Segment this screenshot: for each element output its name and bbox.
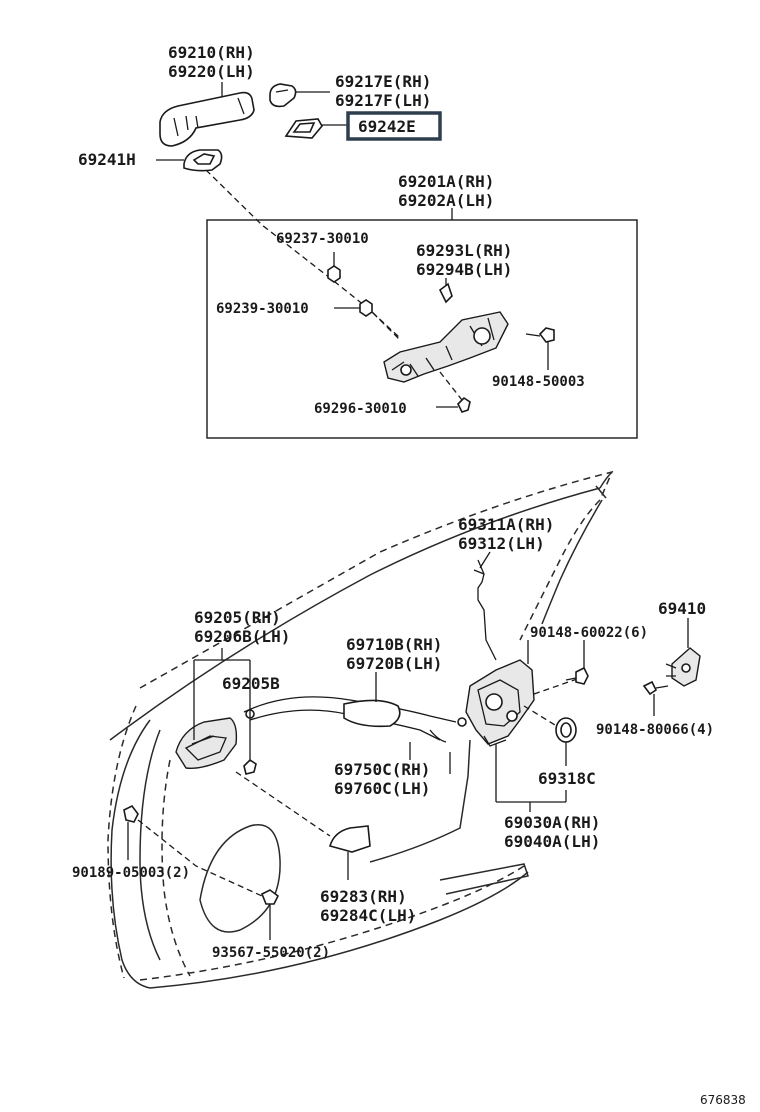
label-inside-handle-rh: 69205(RH): [194, 608, 281, 627]
frame-part: [383, 311, 509, 383]
door-front-dash: [107, 705, 137, 979]
speaker-opening: [199, 824, 281, 933]
door-lock-assembly-part: [465, 659, 535, 747]
label-nut-69239: 69239-30010: [216, 301, 309, 317]
label-link-rod-rh: 69311A(RH): [458, 515, 554, 534]
label-handle-rh: 69210(RH): [168, 43, 255, 62]
grommet-part: [555, 717, 577, 743]
door-front-edge: [110, 719, 151, 989]
handle-cap-part: [269, 83, 297, 108]
label-bezel-inside: 69205B: [222, 674, 280, 693]
label-frame-rh: 69201A(RH): [398, 172, 494, 191]
label-cover-lh: 69294B(LH): [416, 260, 512, 279]
bolt-90148-50003-part: [525, 327, 555, 343]
link-rod-part: [473, 559, 497, 661]
label-bezel: 69241H: [78, 150, 136, 169]
assembly-line-grommet: [523, 705, 561, 729]
label-lock-assy-rh: 69030A(RH): [504, 813, 600, 832]
screw-93567-part: [260, 889, 280, 905]
label-cable-lh: 69720B(LH): [346, 654, 442, 673]
label-screw-90148-80066: 90148-80066(4): [596, 722, 714, 738]
door-bottom: [149, 871, 529, 989]
label-bolt-90148-60022: 90148-60022(6): [530, 625, 648, 641]
label-grommet: 69318C: [538, 769, 596, 788]
label-cap-lh: 69217F(LH): [335, 91, 431, 110]
label-bolt-90148-50003: 90148-50003: [492, 374, 585, 390]
label-cover-69283-rh: 69283(RH): [320, 887, 407, 906]
assembly-line-cover: [235, 771, 331, 837]
highlight-box: [346, 111, 442, 141]
label-cable-rh: 69710B(RH): [346, 635, 442, 654]
label-clip-90189: 90189-05003(2): [72, 865, 190, 881]
striker-part: [665, 647, 701, 687]
label-handle-lh: 69220(LH): [168, 62, 255, 81]
door-front-inner: [139, 729, 161, 961]
label-control-cable-rh: 69750C(RH): [334, 760, 430, 779]
screw-90148-80066-part: [642, 680, 669, 696]
leader-link-rod: [479, 551, 491, 569]
bolt-90148-60022-part: [565, 666, 589, 685]
label-lock-assy-lh: 69040A(LH): [504, 832, 600, 851]
label-highlighted-part: 69242E: [358, 117, 416, 136]
label-link-rod-lh: 69312(LH): [458, 534, 545, 553]
label-cap-rh: 69217E(RH): [335, 72, 431, 91]
label-striker: 69410: [658, 599, 706, 618]
screw-69296-part: [457, 396, 471, 413]
outside-handle-part: [159, 91, 255, 147]
door-glass-rear: [541, 499, 603, 625]
cable-part: [243, 696, 467, 743]
assembly-line-lock: [533, 677, 581, 695]
label-control-cable-lh: 69760C(LH): [334, 779, 430, 798]
label-frame-lh: 69202A(LH): [398, 191, 494, 210]
assembly-line-clip: [137, 819, 263, 897]
screw-69237-part: [327, 265, 341, 283]
frame-box: [206, 219, 638, 439]
cover-69283-part: [329, 825, 371, 853]
gasket-part: [284, 118, 323, 139]
handle-screw-part: [243, 758, 257, 775]
label-screw-93567: 93567-55020(2): [212, 945, 330, 961]
clip-90189-part: [123, 804, 139, 823]
assembly-line-3: [439, 371, 463, 401]
door-panel-mid: [369, 739, 471, 863]
diagram-reference-number: 676838: [700, 1093, 746, 1107]
label-screw-69237: 69237-30010: [276, 231, 369, 247]
assembly-line-2: [371, 311, 401, 339]
label-cover-rh: 69293L(RH): [416, 241, 512, 260]
cover-69293-part: [438, 282, 453, 304]
label-cover-69284-lh: 69284C(LH): [320, 906, 416, 925]
door-sill: [439, 863, 529, 895]
label-screw-69296: 69296-30010: [314, 401, 407, 417]
inside-handle-part: [175, 717, 238, 770]
label-inside-handle-lh: 69206B(LH): [194, 627, 290, 646]
nut-69239-part: [359, 299, 373, 317]
door-body-inner-top: [109, 487, 601, 741]
door-body-top: [139, 470, 614, 689]
bezel-part: [183, 149, 223, 172]
door-corner: [595, 471, 613, 499]
door-front-inner-dash: [161, 759, 191, 977]
